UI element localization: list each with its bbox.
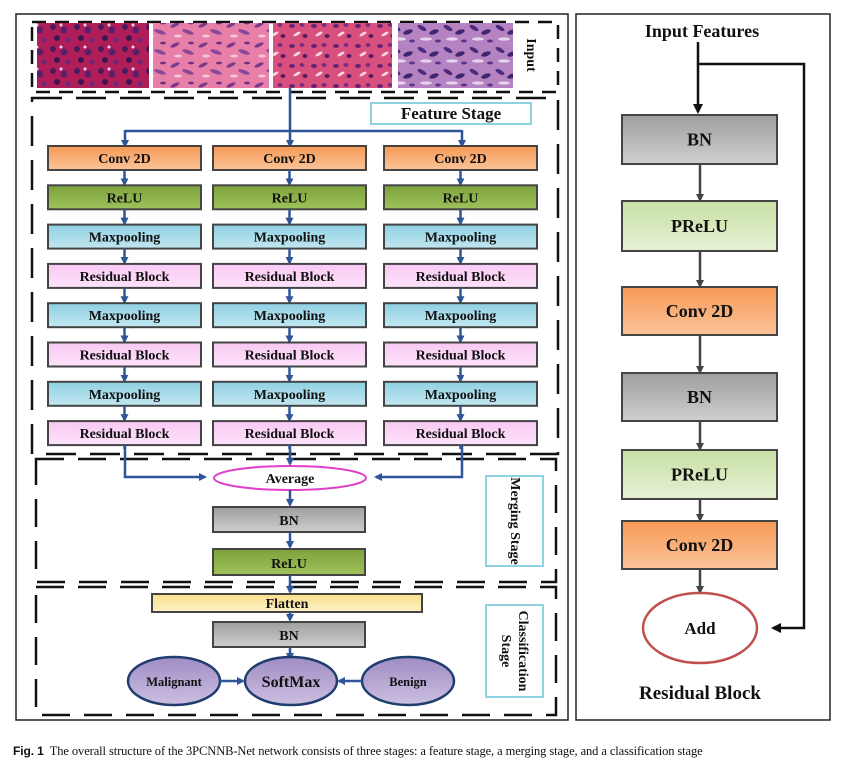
branch-1-conv-2d-label: Conv 2D	[98, 152, 151, 167]
branch-2-relu-label: ReLU	[272, 191, 308, 206]
branch-2-relu-block	[212, 184, 367, 211]
benign-label: Benign	[389, 675, 427, 689]
histology-image-3	[273, 23, 392, 88]
softmax-label: SoftMax	[262, 674, 321, 691]
merging-relu-block	[212, 548, 366, 576]
branch-1-maxpooling-label: Maxpooling	[89, 388, 161, 403]
merging-stage-label-box	[485, 475, 544, 567]
residual-prelu-label-2: PReLU	[671, 216, 728, 236]
branch-1-maxpooling-label: Maxpooling	[89, 309, 161, 324]
add-node	[641, 591, 759, 665]
branch-2-conv-2d-label: Conv 2D	[263, 152, 316, 167]
input-label: Input	[523, 38, 538, 72]
classification-bn-block	[212, 621, 366, 648]
branch-2-maxpooling-label: Maxpooling	[254, 231, 326, 246]
branch-2-residual-block-label: Residual Block	[245, 349, 335, 364]
residual-prelu-block-2	[621, 200, 778, 252]
residual-bn-block-1	[621, 114, 778, 165]
merging-stage-title: Merging Stage	[507, 477, 522, 564]
branch-2-maxpooling-label: Maxpooling	[254, 388, 326, 403]
branch-3-residual-block-label: Residual Block	[416, 270, 506, 285]
residual-panel-border	[575, 13, 831, 721]
residual-bn-label-1: BN	[687, 130, 712, 150]
flatten-block	[151, 593, 423, 613]
branch-1-residual-block-label: Residual Block	[80, 270, 170, 285]
branch-3-maxpooling-label: Maxpooling	[425, 388, 497, 403]
input-stage-border	[30, 20, 560, 94]
classification-stage-title-line1: Classification	[515, 611, 530, 692]
feature-stage: Feature Stage Conv 2DReLUMaxpoolingResid…	[30, 88, 560, 456]
branch-3-residual-block-label: Residual Block	[416, 427, 506, 442]
branch-1-conv-2d-block	[47, 145, 202, 171]
classification-stage-border	[34, 585, 558, 717]
branch-1-residual-block-label: Residual Block	[80, 427, 170, 442]
residual-conv-2d-block-3	[621, 286, 778, 336]
merging-stage: Average BN ReLU Merging Stage	[34, 445, 558, 584]
branch-3-maxpooling-label: Maxpooling	[425, 231, 497, 246]
branch-1-residual-block-block	[47, 341, 202, 368]
histology-image-4	[398, 23, 513, 88]
branch-2-residual-block-label: Residual Block	[245, 427, 335, 442]
branch-1-maxpooling-label: Maxpooling	[89, 231, 161, 246]
skip-connection-arrow	[698, 62, 806, 633]
malignant-label: Malignant	[146, 675, 202, 689]
figure-caption: Fig. 1 The overall structure of the 3PCNN…	[13, 744, 703, 759]
average-label: Average	[266, 472, 315, 487]
residual-layers: BN PReLU Conv 2D BN PReLU Conv 2D	[621, 114, 778, 594]
feature-stage-label-box	[370, 102, 532, 125]
branch-3-maxpooling-block	[383, 380, 538, 407]
classification-stage-label-box	[485, 604, 544, 698]
residual-bn-label-4: BN	[687, 387, 712, 407]
merging-stage-border	[34, 457, 558, 584]
classification-bn-label: BN	[279, 629, 298, 644]
branch-3-conv-2d-block	[383, 145, 538, 171]
branch-2-maxpooling-block	[212, 302, 367, 329]
residual-conv-2d-block-6	[621, 520, 778, 570]
branch-2-maxpooling-block	[212, 380, 367, 407]
residual-conv-2d-label-3: Conv 2D	[666, 301, 734, 321]
histology-image-2	[153, 23, 269, 88]
residual-conv-2d-label-6: Conv 2D	[666, 535, 734, 555]
branch-2-maxpooling-label: Maxpooling	[254, 309, 326, 324]
residual-prelu-block-5	[621, 449, 778, 500]
branch-2-residual-block-block	[212, 262, 367, 289]
branch-3-relu-block	[383, 184, 538, 211]
input-features-label: Input Features	[645, 21, 759, 41]
branch-1-maxpooling-block	[47, 223, 202, 250]
residual-prelu-label-5: PReLU	[671, 465, 728, 485]
branch-3-maxpooling-block	[383, 302, 538, 329]
branch-3-to-average-arrow	[374, 445, 464, 481]
residual-block-panel: Input Features BN PReLU Conv 2D BN PReLU Conv…	[575, 13, 831, 721]
classification-stage: Flatten BN SoftMax Malignant Benign Clas…	[34, 575, 558, 717]
branch-3-maxpooling-label: Maxpooling	[425, 309, 497, 324]
merging-bn-label: BN	[279, 514, 298, 529]
branch-1-relu-label: ReLU	[107, 191, 143, 206]
branch-3-conv-2d-label: Conv 2D	[434, 152, 487, 167]
flatten-label: Flatten	[266, 597, 309, 612]
histology-image-1	[37, 23, 149, 88]
merging-relu-label: ReLU	[271, 557, 307, 572]
figure-number: Fig. 1	[13, 744, 44, 758]
residual-block-title: Residual Block	[639, 683, 761, 704]
branch-1-to-average-arrow	[123, 445, 207, 481]
branch-1-residual-block-label: Residual Block	[80, 349, 170, 364]
branch-3-residual-block-block	[383, 262, 538, 289]
branch-2-residual-block-label: Residual Block	[245, 270, 335, 285]
branch-1-maxpooling-block	[47, 302, 202, 329]
input-stage: Input	[30, 20, 560, 94]
branch-3-relu-label: ReLU	[443, 191, 479, 206]
branch-3-residual-block-label: Residual Block	[416, 349, 506, 364]
branch-1-residual-block-block	[47, 262, 202, 289]
classification-stage-title-line2: Stage	[498, 635, 513, 668]
feature-stage-title: Feature Stage	[401, 104, 502, 123]
add-label: Add	[684, 619, 716, 638]
figure-caption-text: The overall structure of the 3PCNNB-Net …	[49, 744, 703, 758]
main-panel-border	[15, 13, 569, 721]
feature-stage-border	[30, 96, 560, 456]
